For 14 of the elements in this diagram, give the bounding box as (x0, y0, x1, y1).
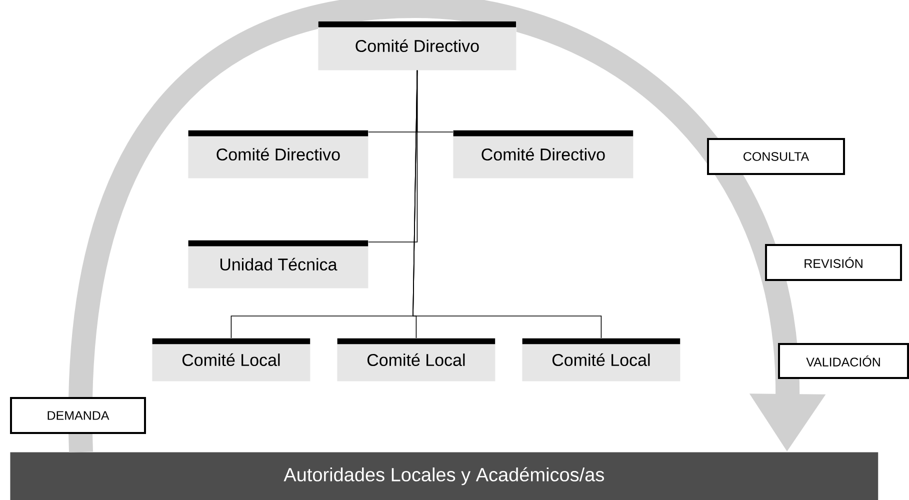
base-bar: Autoridades Locales y Académicos/as (10, 452, 878, 500)
org-box: Comité Local (152, 338, 310, 382)
org-box: Unidad Técnica (188, 240, 368, 288)
org-box: Comité Directivo (188, 130, 368, 178)
org-box: Comité Directivo (318, 21, 516, 70)
stage-tag: VALIDACIÓN (778, 343, 909, 379)
org-box: Comité Directivo (453, 130, 634, 178)
org-box: Comité Local (337, 338, 496, 382)
org-box: Comité Local (522, 338, 680, 382)
stage-tag: CONSULTA (707, 138, 846, 175)
loop-arrow (69, 0, 826, 452)
stage-tag: REVISIÓN (765, 244, 902, 281)
stage-tag: DEMANDA (10, 397, 146, 434)
connector-line (412, 70, 602, 338)
